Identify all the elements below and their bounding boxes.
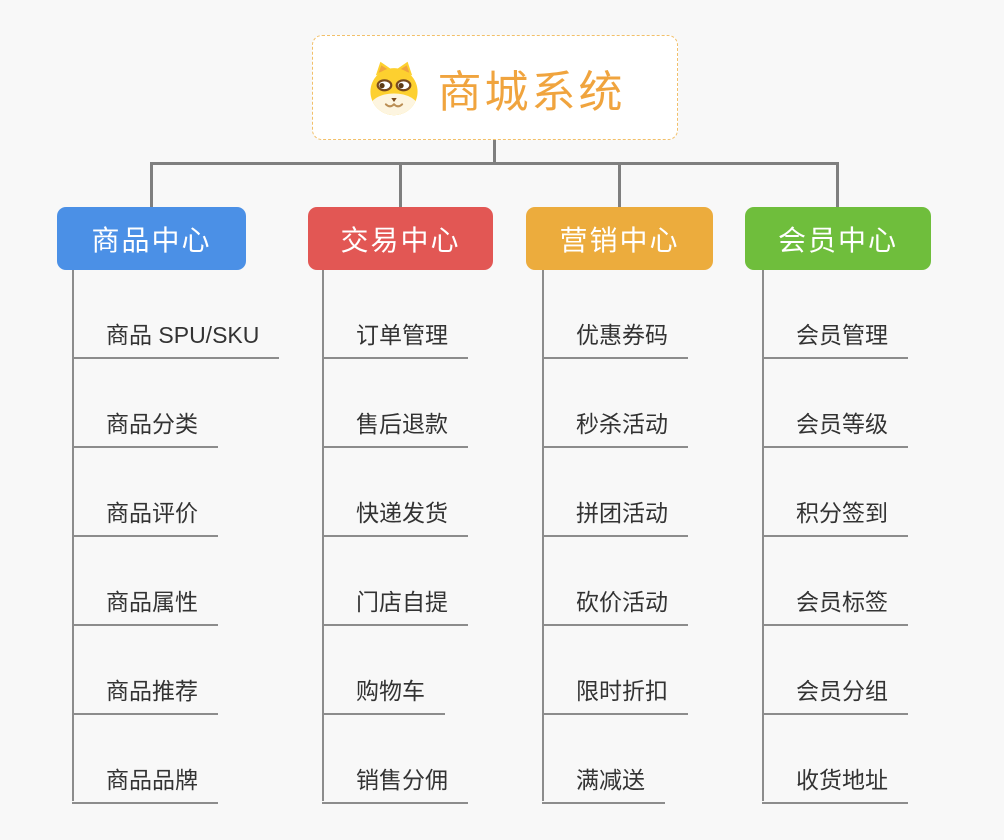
leaf-node[interactable]: 商品品牌: [72, 766, 218, 804]
branch-node-member-center[interactable]: 会员中心: [745, 207, 931, 270]
connector-vertical-line: [322, 270, 324, 801]
leaf-node[interactable]: 商品推荐: [72, 677, 218, 715]
leaf-node[interactable]: 限时折扣: [542, 677, 688, 715]
leaf-node[interactable]: 会员标签: [762, 588, 908, 626]
root-title: 商城系统: [437, 67, 626, 117]
connector-branch-stub: [399, 164, 402, 207]
leaf-node[interactable]: 积分签到: [762, 499, 908, 537]
connector-horizontal-bar: [150, 162, 839, 165]
leaf-node[interactable]: 会员管理: [762, 321, 908, 359]
leaf-node[interactable]: 砍价活动: [542, 588, 688, 626]
branch-node-marketing-center[interactable]: 营销中心: [526, 207, 713, 270]
leaf-node[interactable]: 售后退款: [322, 410, 468, 448]
leaf-node[interactable]: 商品属性: [72, 588, 218, 626]
connector-vertical-line: [72, 270, 74, 801]
connector-branch-stub: [150, 164, 153, 207]
connector-vertical-line: [542, 270, 544, 801]
leaf-node[interactable]: 满减送: [542, 766, 665, 804]
leaf-node[interactable]: 优惠券码: [542, 321, 688, 359]
branch-node-product-center[interactable]: 商品中心: [57, 207, 246, 270]
branch-children-trade-center: 订单管理 售后退款 快递发货 门店自提 购物车 销售分佣: [322, 270, 468, 804]
branch-children-marketing-center: 优惠券码 秒杀活动 拼团活动 砍价活动 限时折扣 满减送: [542, 270, 688, 804]
leaf-node[interactable]: 商品分类: [72, 410, 218, 448]
leaf-node[interactable]: 会员分组: [762, 677, 908, 715]
dog-icon: [365, 59, 423, 117]
leaf-node[interactable]: 销售分佣: [322, 766, 468, 804]
leaf-node[interactable]: 商品 SPU/SKU: [72, 321, 280, 359]
branch-children-member-center: 会员管理 会员等级 积分签到 会员标签 会员分组 收货地址: [762, 270, 908, 804]
leaf-node[interactable]: 拼团活动: [542, 499, 688, 537]
leaf-node[interactable]: 收货地址: [762, 766, 908, 804]
connector-vertical-line: [762, 270, 764, 801]
leaf-node[interactable]: 商品评价: [72, 499, 218, 537]
leaf-node[interactable]: 订单管理: [322, 321, 468, 359]
root-node[interactable]: 商城系统: [312, 35, 678, 140]
connector-branch-stub: [836, 164, 839, 207]
leaf-node[interactable]: 购物车: [322, 677, 445, 715]
leaf-node[interactable]: 门店自提: [322, 588, 468, 626]
branch-node-trade-center[interactable]: 交易中心: [308, 207, 493, 270]
leaf-node[interactable]: 秒杀活动: [542, 410, 688, 448]
branch-children-product-center: 商品 SPU/SKU 商品分类 商品评价 商品属性 商品推荐 商品品牌: [72, 270, 280, 804]
leaf-node[interactable]: 会员等级: [762, 410, 908, 448]
connector-root-stub: [493, 140, 496, 164]
connector-branch-stub: [618, 164, 621, 207]
leaf-node[interactable]: 快递发货: [322, 499, 468, 537]
